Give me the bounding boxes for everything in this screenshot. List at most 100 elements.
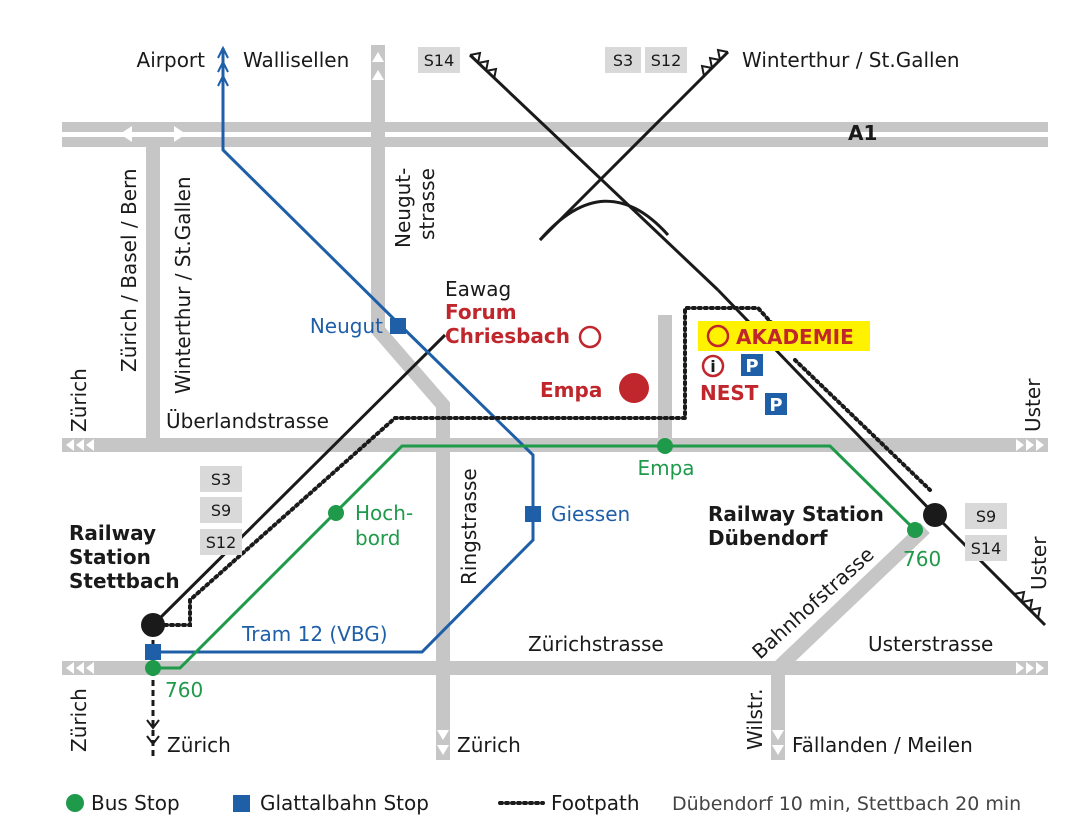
info-icon — [701, 354, 725, 378]
label-uster-east: Uster — [1021, 378, 1045, 432]
badge-label-stettbach-s3: S3 — [211, 470, 231, 489]
glattalbahn-stop-neugut — [390, 318, 406, 334]
chevron-left-icon — [76, 439, 84, 451]
label-ringstrasse: Ringstrasse — [457, 468, 481, 585]
label-akademie: AKADEMIE — [736, 325, 854, 349]
arrow-icon — [1013, 590, 1042, 619]
label-nest: NEST — [700, 381, 759, 405]
label-parking-1: P — [745, 356, 758, 377]
bus-stop-hochbord — [328, 505, 344, 521]
label-uster-south-east: Uster — [1027, 536, 1051, 590]
label-stop-giessen: Giessen — [551, 502, 630, 526]
stops — [141, 318, 947, 676]
railway-station-stettbach — [141, 613, 165, 637]
tram-route — [153, 48, 535, 654]
bus-stop-stettbach — [145, 660, 161, 676]
rail-end-markers — [146, 48, 1042, 746]
chevron-down-icon — [437, 730, 449, 740]
legend-travel-time-note: Dübendorf 10 min, Stettbach 20 min — [672, 793, 1021, 815]
badge-label-dubendorf-s14: S14 — [971, 539, 1002, 558]
badge-s14-top — [418, 47, 460, 73]
label-zurich-basel-bern: Zürich / Basel / Bern — [117, 168, 141, 372]
chevron-down-icon — [772, 745, 784, 755]
label-neugutstrasse-1: Neugut- — [391, 168, 415, 248]
footpath-stettbach — [163, 306, 787, 627]
akademie-highlight — [698, 321, 870, 351]
glattalbahn-stop-giessen — [525, 506, 541, 522]
label-winterthur-stgallen: Winterthur / St.Gallen — [742, 48, 960, 72]
arrow-left-icon — [120, 126, 132, 142]
empa-marker — [619, 373, 649, 403]
arrow-icon — [700, 48, 729, 77]
label-chriesbach: Chriesbach — [445, 324, 570, 348]
badge-label-s12-top: S12 — [651, 51, 682, 70]
glattalbahn-stop-stettbach — [145, 644, 161, 660]
road-direction-marks — [66, 52, 1044, 755]
badge-s3-top — [605, 47, 641, 73]
chevron-up-icon — [372, 70, 384, 80]
label-stop-empa: Empa — [637, 456, 694, 480]
parking-icon — [765, 393, 787, 415]
line-badges — [200, 47, 1007, 561]
chevron-left-icon — [86, 662, 94, 674]
legend: Bus Stop Glattalbahn Stop Footpath Düben… — [66, 791, 1021, 815]
legend-footpath-label: Footpath — [551, 791, 640, 815]
labels: Airport Wallisellen S14 S3 S12 Winterthu… — [67, 48, 1051, 757]
label-stop-hochbord-2: bord — [355, 526, 401, 550]
badge-stettbach-s3 — [200, 466, 242, 492]
akademie-marker — [706, 324, 730, 348]
rail-curve — [538, 199, 670, 241]
label-station-stettbach-1: Railway — [69, 521, 156, 545]
legend-bus-stop-label: Bus Stop — [91, 791, 180, 815]
chevron-down-icon — [437, 745, 449, 755]
chevron-right-icon — [1016, 439, 1024, 451]
label-stop-neugut: Neugut — [310, 314, 383, 338]
label-zurichstrasse: Zürichstrasse — [528, 632, 664, 656]
chevron-right-icon — [1016, 662, 1024, 674]
badge-stettbach-s12 — [200, 529, 242, 555]
label-usterstrasse: Usterstrasse — [868, 632, 993, 656]
label-bahnhofstrasse: Bahnhofstrasse — [747, 542, 878, 664]
railway-station-dubendorf — [923, 503, 947, 527]
label-info: i — [710, 357, 715, 376]
road-bahnhofstrasse — [773, 522, 930, 674]
bus-stop-empa — [657, 438, 673, 454]
label-zurich-south-left: Zürich — [167, 733, 231, 757]
badge-label-stettbach-s12: S12 — [206, 533, 237, 552]
chevron-right-icon — [1026, 439, 1034, 451]
label-airport: Airport — [137, 48, 206, 72]
label-zurich-west-upper: Zürich — [67, 368, 91, 432]
chevron-left-icon — [66, 662, 74, 674]
bus-line-760 — [153, 444, 917, 670]
label-neugutstrasse-2: strasse — [415, 168, 439, 240]
label-bus-760-west: 760 — [165, 678, 203, 702]
label-eawag: Eawag — [445, 277, 511, 301]
label-forum: Forum — [445, 300, 517, 324]
arrow-icon — [469, 51, 498, 80]
chevron-left-icon — [86, 439, 94, 451]
parking-icon — [741, 354, 763, 376]
chevron-left-icon — [76, 662, 84, 674]
rail-line-s14-north — [468, 53, 720, 292]
badge-label-stettbach-s9: S9 — [211, 501, 231, 520]
rail-line-to-stettbach — [151, 333, 447, 627]
label-station-dubendorf-1: Railway Station — [708, 502, 884, 526]
legend-bus-stop-icon — [66, 794, 84, 812]
tram-line-12 — [153, 48, 535, 654]
label-station-stettbach-2: Station — [69, 545, 151, 569]
rail-line-uster — [933, 513, 1047, 627]
chevron-down-icon — [772, 730, 784, 740]
badge-dubendorf-s14 — [965, 535, 1007, 561]
chevron-right-icon — [1036, 439, 1044, 451]
legend-glattalbahn-label: Glattalbahn Stop — [260, 791, 429, 815]
label-zurich-west-lower: Zürich — [67, 688, 91, 752]
chevron-left-icon — [66, 439, 74, 451]
badge-label-dubendorf-s9: S9 — [976, 507, 996, 526]
label-station-dubendorf-2: Dübendorf — [708, 526, 828, 550]
label-a1: A1 — [848, 121, 877, 145]
chevron-right-icon — [1026, 662, 1034, 674]
label-zurich-south-mid: Zürich — [457, 733, 521, 757]
label-empa: Empa — [540, 378, 602, 402]
label-winterthur-stgallen-vert: Winterthur / St.Gallen — [171, 176, 195, 394]
badge-label-s14-top: S14 — [424, 51, 455, 70]
